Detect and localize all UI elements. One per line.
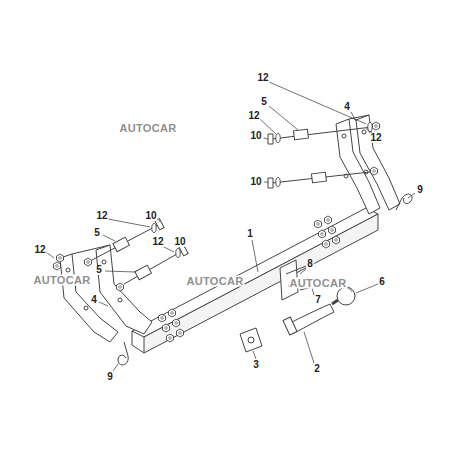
callout-number: 6 — [378, 277, 386, 287]
callout-number: 8 — [306, 259, 314, 269]
callout-number: 9 — [416, 185, 424, 195]
leader-lines — [46, 82, 415, 371]
callout-number: 4 — [90, 295, 98, 305]
left-bracket — [60, 245, 152, 342]
callout-number: 5 — [93, 228, 101, 238]
main-beam — [132, 208, 378, 353]
callout-number: 3 — [252, 360, 260, 370]
safety-eyes — [118, 194, 412, 365]
socket-plate — [240, 328, 262, 352]
callout-number: 1 — [246, 229, 254, 239]
callout-number: 12 — [151, 237, 164, 247]
callout-number: 12 — [95, 211, 108, 221]
callout-number: 4 — [343, 102, 351, 112]
watermark: AUTOCAR — [186, 276, 245, 287]
watermark: AUTOCAR — [289, 278, 348, 289]
left-bolts — [92, 219, 188, 284]
callout-number: 10 — [144, 211, 157, 221]
watermark: AUTOCAR — [119, 123, 178, 134]
callout-number: 12 — [33, 245, 46, 255]
callout-number: 10 — [173, 237, 186, 247]
watermark: AUTOCAR — [33, 275, 92, 286]
callout-number: 12 — [247, 111, 260, 121]
callout-number: 2 — [313, 364, 321, 374]
nuts — [54, 122, 380, 342]
callout-number: 10 — [249, 177, 262, 187]
callout-number: 12 — [256, 73, 269, 83]
callout-number: 7 — [314, 295, 322, 305]
callout-number: 10 — [249, 131, 262, 141]
callout-number: 9 — [106, 372, 114, 382]
callout-number: 5 — [260, 97, 268, 107]
callout-number: 12 — [369, 133, 382, 143]
callout-number: 5 — [95, 265, 103, 275]
right-bolts — [268, 127, 372, 188]
hitch-assembly — [280, 260, 355, 335]
